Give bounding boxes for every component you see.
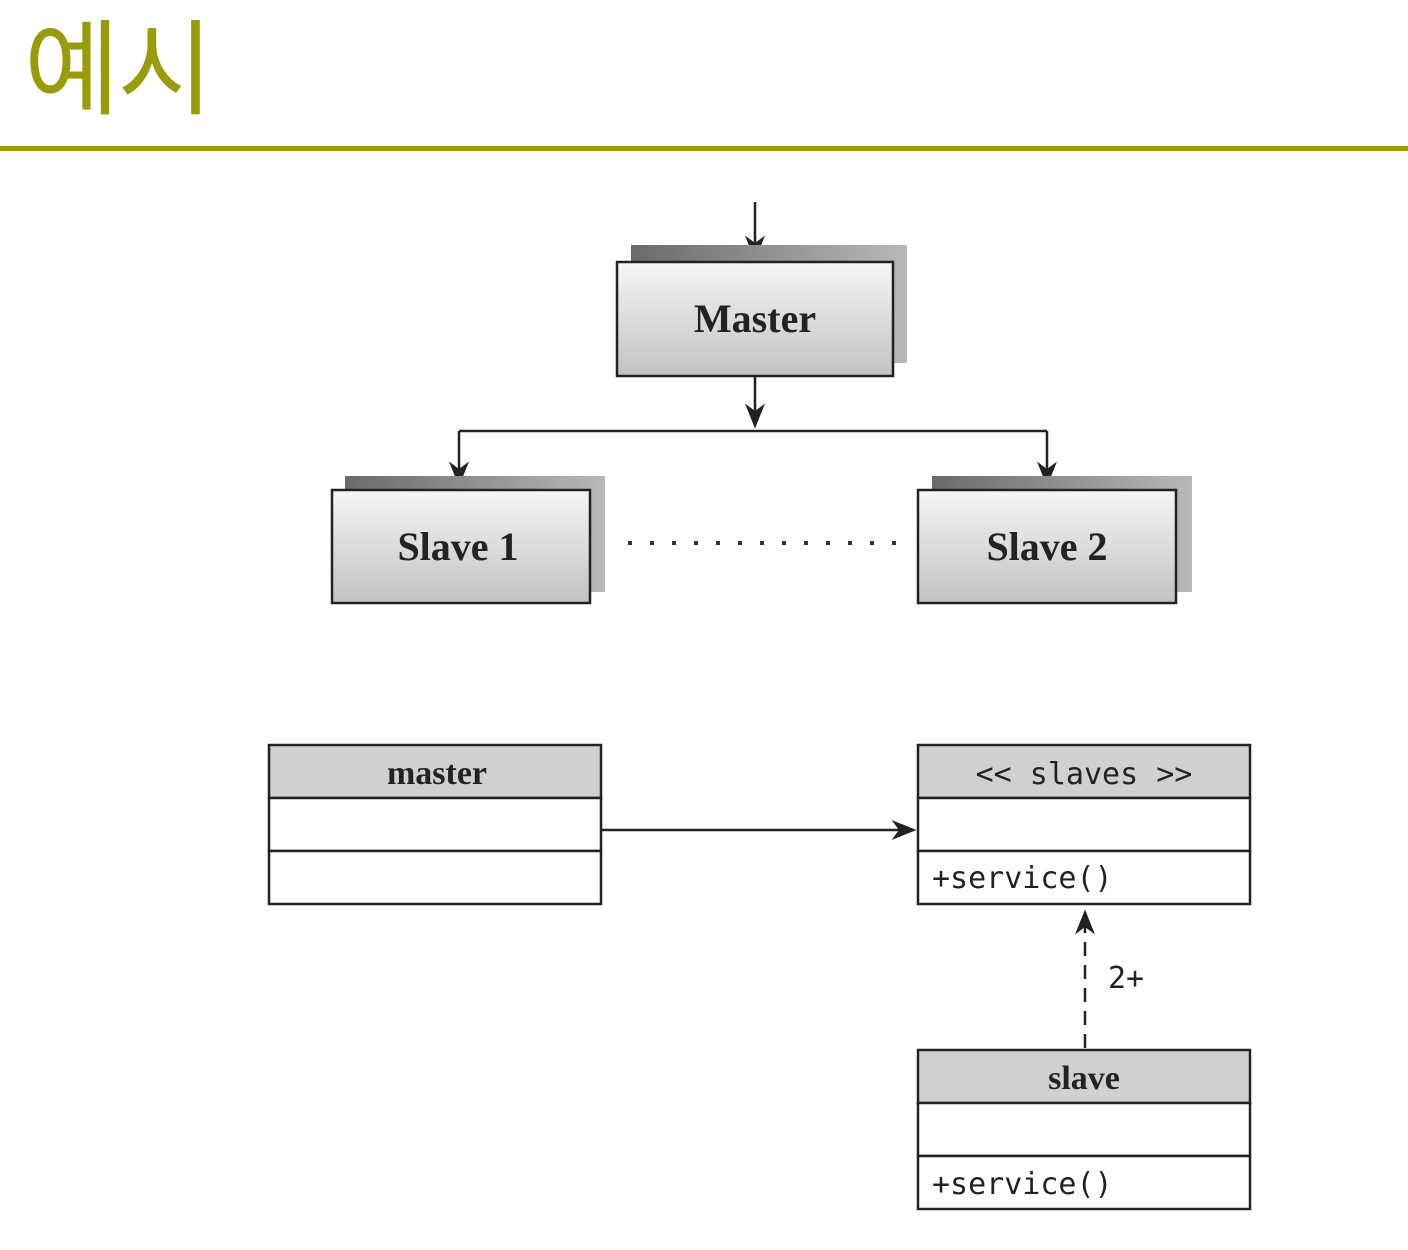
slave2-node: Slave 2 bbox=[916, 476, 1192, 605]
multiplicity-label: 2+ bbox=[1108, 961, 1144, 996]
slave2-node-label: Slave 2 bbox=[986, 524, 1107, 569]
master-node: Master bbox=[615, 245, 907, 378]
master-class: master bbox=[267, 743, 603, 906]
slave1-node-label: Slave 1 bbox=[397, 524, 518, 569]
master-class-name: master bbox=[387, 755, 487, 792]
slave-class-operation: +service() bbox=[932, 1167, 1113, 1202]
slaves-interface: << slaves >> +service() bbox=[916, 743, 1252, 906]
slaves-interface-operation: +service() bbox=[932, 861, 1113, 896]
slave-class: slave +service() bbox=[916, 1048, 1252, 1211]
title-divider bbox=[0, 146, 1408, 151]
slaves-interface-name: << slaves >> bbox=[976, 757, 1193, 792]
master-node-label: Master bbox=[694, 296, 816, 341]
slave1-node: Slave 1 bbox=[330, 476, 605, 605]
slave-class-name: slave bbox=[1048, 1060, 1120, 1097]
page-title: 예시 bbox=[24, 9, 213, 131]
